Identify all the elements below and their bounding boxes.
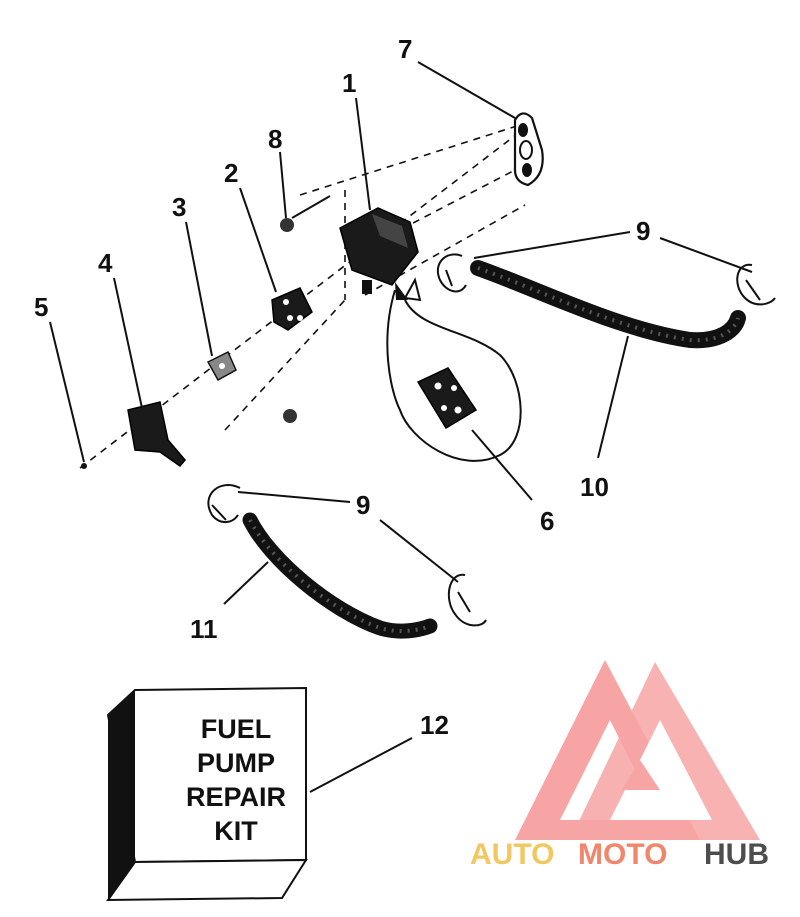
callout-9-lower: 9 [356,490,370,520]
part-3-gasket [206,350,237,382]
watermark-wordmark: AUTO MOTO HUB [470,838,769,871]
callout-12: 12 [420,710,449,740]
leader-lines [49,61,753,793]
watermark-hub: HUB [704,838,769,871]
watermark-logo [515,660,760,840]
callout-5: 5 [34,292,48,322]
part-1-pump-body [339,207,419,294]
part-5-screw [81,463,87,469]
watermark-moto: MOTO [578,838,667,871]
part-6-detail-inset [386,277,522,462]
clamp-upper-left [437,253,467,293]
callout-7: 7 [398,34,412,64]
clamp-lower-left [207,484,241,524]
hose-10-texture [477,266,740,343]
kit-label-line4: KIT [214,816,258,846]
part-4-cover [127,401,186,468]
hose-11 [242,512,438,639]
clamp-upper-right [736,263,776,306]
callout-numbers: 7 1 8 2 3 4 5 9 10 6 9 11 12 [34,34,650,740]
kit-label-line1: FUEL [201,714,272,744]
part-2-plate [271,287,313,331]
callout-11: 11 [190,614,218,644]
repair-kit-box: FUEL PUMP REPAIR KIT [106,686,308,902]
hose-10 [470,260,746,349]
callout-2: 2 [224,158,238,188]
callout-9-upper: 9 [636,216,650,246]
kit-label-line3: REPAIR [186,782,286,812]
callout-8: 8 [268,124,282,154]
callout-10: 10 [580,472,609,502]
callout-4: 4 [98,248,113,278]
part-7-gasket [513,112,544,187]
callout-3: 3 [172,192,186,222]
callout-6: 6 [540,506,554,536]
kit-label-line2: PUMP [197,748,275,778]
callout-1: 1 [342,68,356,98]
watermark-auto: AUTO [470,838,554,871]
part-8-screws [280,195,331,423]
clamp-lower-right [447,573,487,627]
